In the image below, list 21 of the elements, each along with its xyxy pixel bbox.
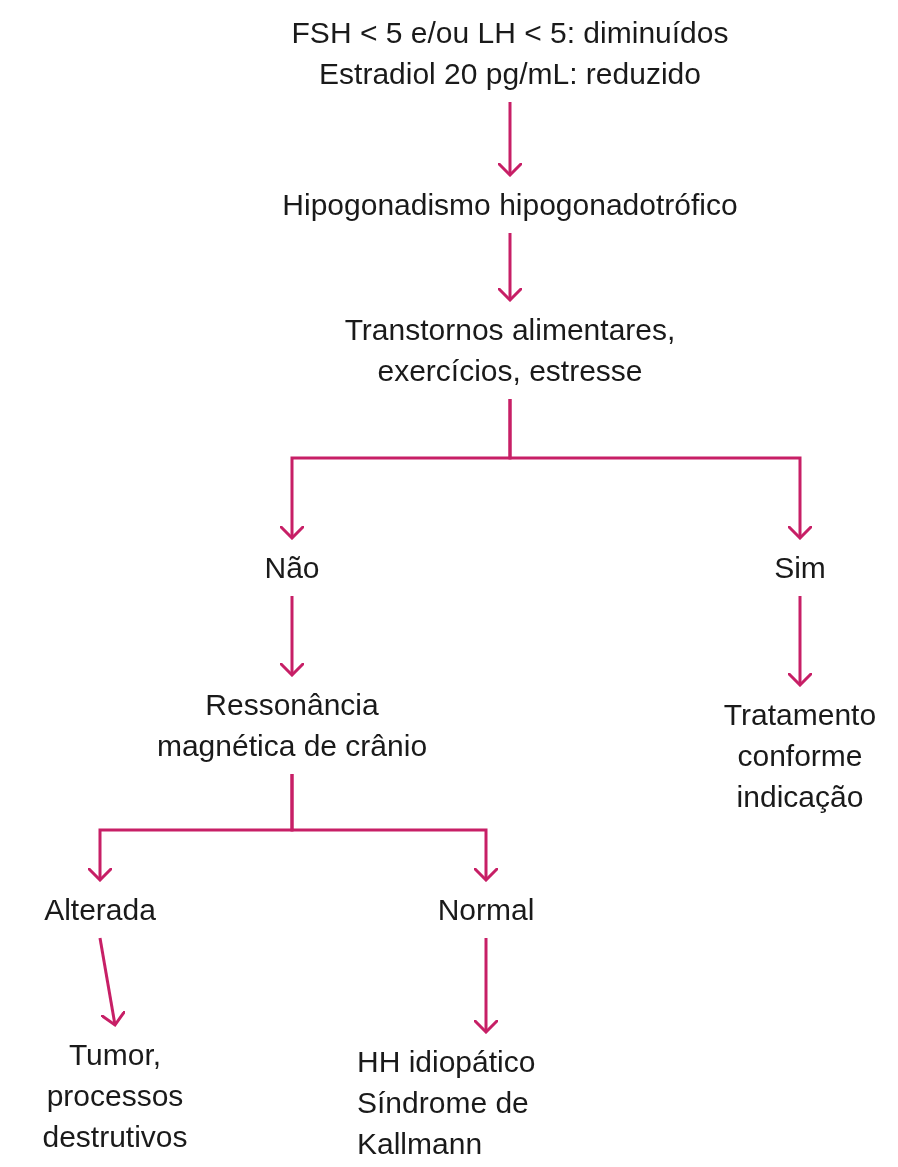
node-text: HH idiopático (357, 1044, 537, 1080)
node-text: Ressonância magnética de crânio (155, 687, 429, 764)
arrow (473, 938, 499, 1034)
arrow (497, 233, 523, 302)
node-text: Síndrome de Kallmann (357, 1085, 530, 1162)
node-text: Não (263, 550, 321, 586)
arrow (98, 937, 126, 1027)
node-text: Tumor, processos destrutivos (41, 1037, 189, 1155)
node-text: Alterada (43, 892, 157, 928)
arrow (508, 399, 813, 540)
arrow (290, 774, 499, 882)
arrow (787, 596, 813, 687)
node-text: Tratamento conforme indicação (722, 697, 878, 815)
arrow (279, 596, 305, 677)
arrow (497, 102, 523, 177)
node-text: Hipogonadismo hipogonadotrófico (281, 187, 739, 223)
node-text: Sim (773, 550, 827, 586)
node-text: Transtornos alimentares, exercícios, estresse (343, 312, 677, 389)
node-text: FSH < 5 e/ou LH < 5: diminuídos (290, 15, 730, 51)
node-text: Estradiol 20 pg/mL: reduzido (318, 56, 702, 92)
node-text: Normal (436, 892, 536, 928)
